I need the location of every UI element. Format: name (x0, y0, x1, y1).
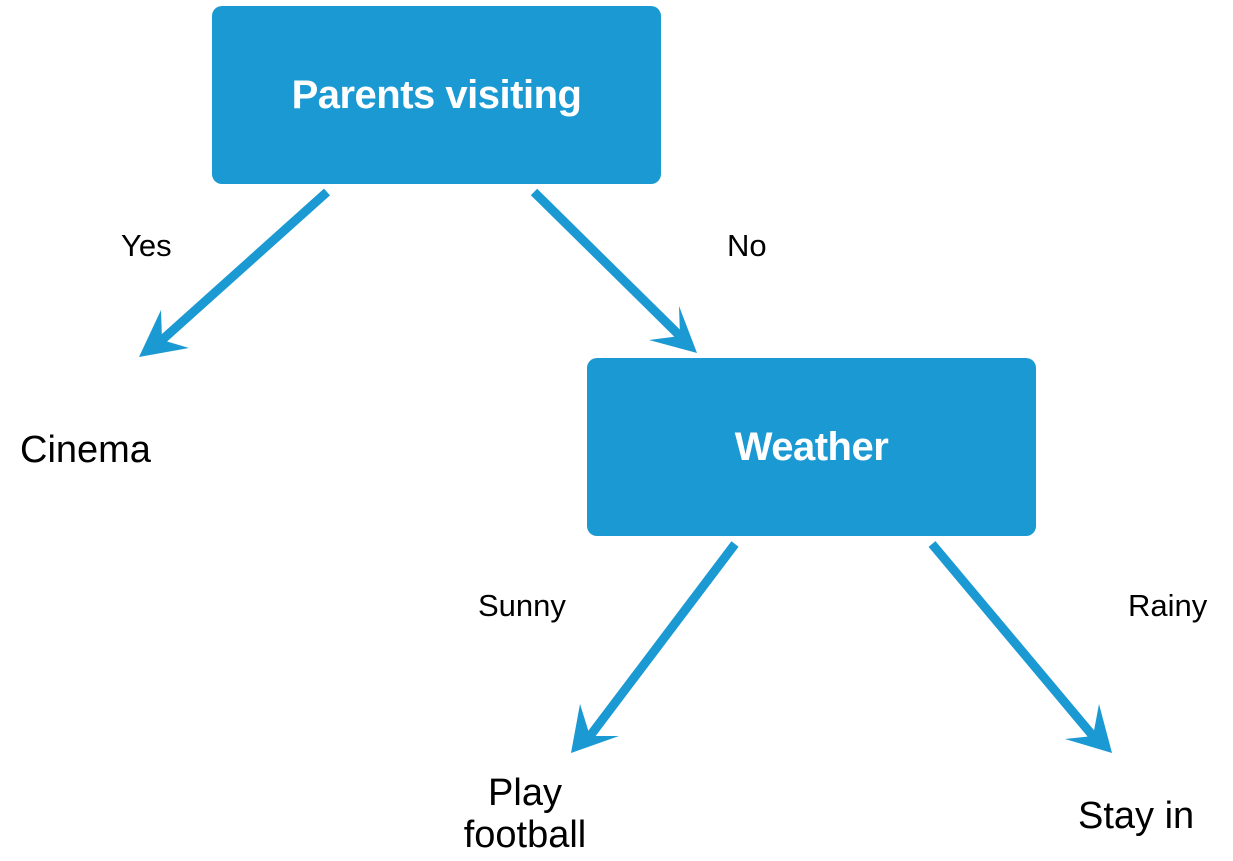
leaf-play-football-line2: football (463, 813, 587, 856)
arrow-rainy (928, 541, 1097, 739)
leaf-stay-in: Stay in (1078, 795, 1195, 837)
leaf-play-football-line1: Play (488, 772, 562, 814)
arrowhead-no (649, 306, 697, 353)
arrowhead-sunny (571, 704, 619, 753)
leaf-play-football: Play football (445, 772, 605, 857)
arrowhead-yes (139, 310, 189, 357)
node-label-weather: Weather (734, 424, 889, 469)
arrow-sunny (586, 541, 739, 739)
edge-label-rainy: Rainy (1128, 588, 1208, 623)
edge-label-sunny: Sunny (478, 588, 566, 623)
arrowhead-rainy (1065, 704, 1112, 753)
arrow-no (530, 188, 684, 340)
node-label-parents-visiting: Parents visiting (291, 72, 582, 117)
decision-node-weather: Weather (587, 358, 1036, 536)
leaf-cinema: Cinema (20, 429, 151, 471)
arrow-yes (158, 188, 331, 344)
edge-label-yes: Yes (121, 228, 172, 263)
edge-label-no: No (727, 228, 767, 263)
decision-node-parents-visiting: Parents visiting (212, 6, 661, 184)
